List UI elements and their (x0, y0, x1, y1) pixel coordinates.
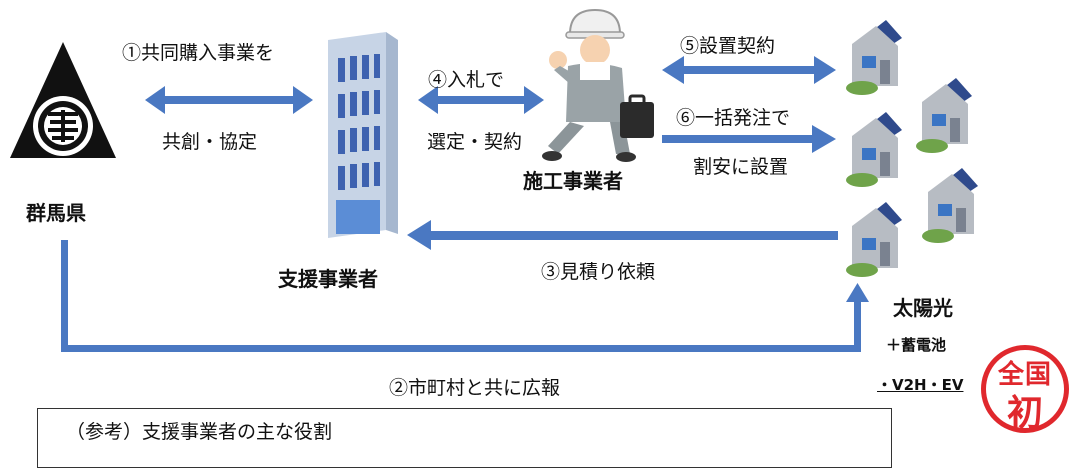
step5-label: ⑤設置契約 (680, 35, 776, 57)
arrow-bulk-order (662, 125, 836, 153)
office-building-icon (328, 32, 398, 238)
arrows-layer (61, 56, 869, 352)
step4-sub-label: 選定・契約 (427, 131, 523, 153)
step4-label: ④入札で (428, 69, 505, 91)
reference-note-title: （参考）支援事業者の主な役割 (66, 421, 333, 443)
contractor-label: 施工事業者 (523, 169, 623, 193)
step1-sub-label: 共創・協定 (162, 131, 258, 153)
step1-label: ①共同購入事業を (122, 42, 275, 64)
step6-sub-label: 割安に設置 (693, 156, 789, 178)
solar-label: 太陽光 (893, 296, 953, 320)
house-3 (846, 112, 902, 187)
step2-label: ②市町村と共に広報 (389, 377, 561, 399)
step3-label: ③見積り依頼 (541, 261, 656, 283)
arrow-publicity (61, 240, 869, 352)
prefecture-label: 群馬県 (26, 201, 86, 225)
house-1 (846, 20, 902, 95)
stamp-top-text: 全国 (997, 360, 1052, 390)
reference-note-box: （参考）支援事業者の主な役割 (37, 408, 892, 468)
solar-houses-icon (846, 20, 978, 277)
first-in-nation-stamp: 全国 初 (981, 345, 1069, 434)
house-4 (922, 168, 978, 243)
house-2 (916, 78, 972, 153)
arrow-quote-request (407, 220, 838, 250)
arrow-install-contract (662, 56, 836, 84)
house-5 (846, 202, 902, 277)
stamp-bottom-text: 初 (1006, 393, 1043, 434)
arrow-tender (418, 86, 544, 114)
gunma-emblem-icon (10, 42, 116, 158)
construction-worker-icon (542, 8, 654, 162)
battery-label: ＋蓄電池 (886, 336, 947, 354)
support-provider-label: 支援事業者 (278, 267, 378, 291)
arrow-cocreation (145, 86, 313, 114)
v2h-ev-label: ・V2H・EV (877, 376, 964, 394)
step6-label: ⑥一括発注で (676, 107, 791, 129)
